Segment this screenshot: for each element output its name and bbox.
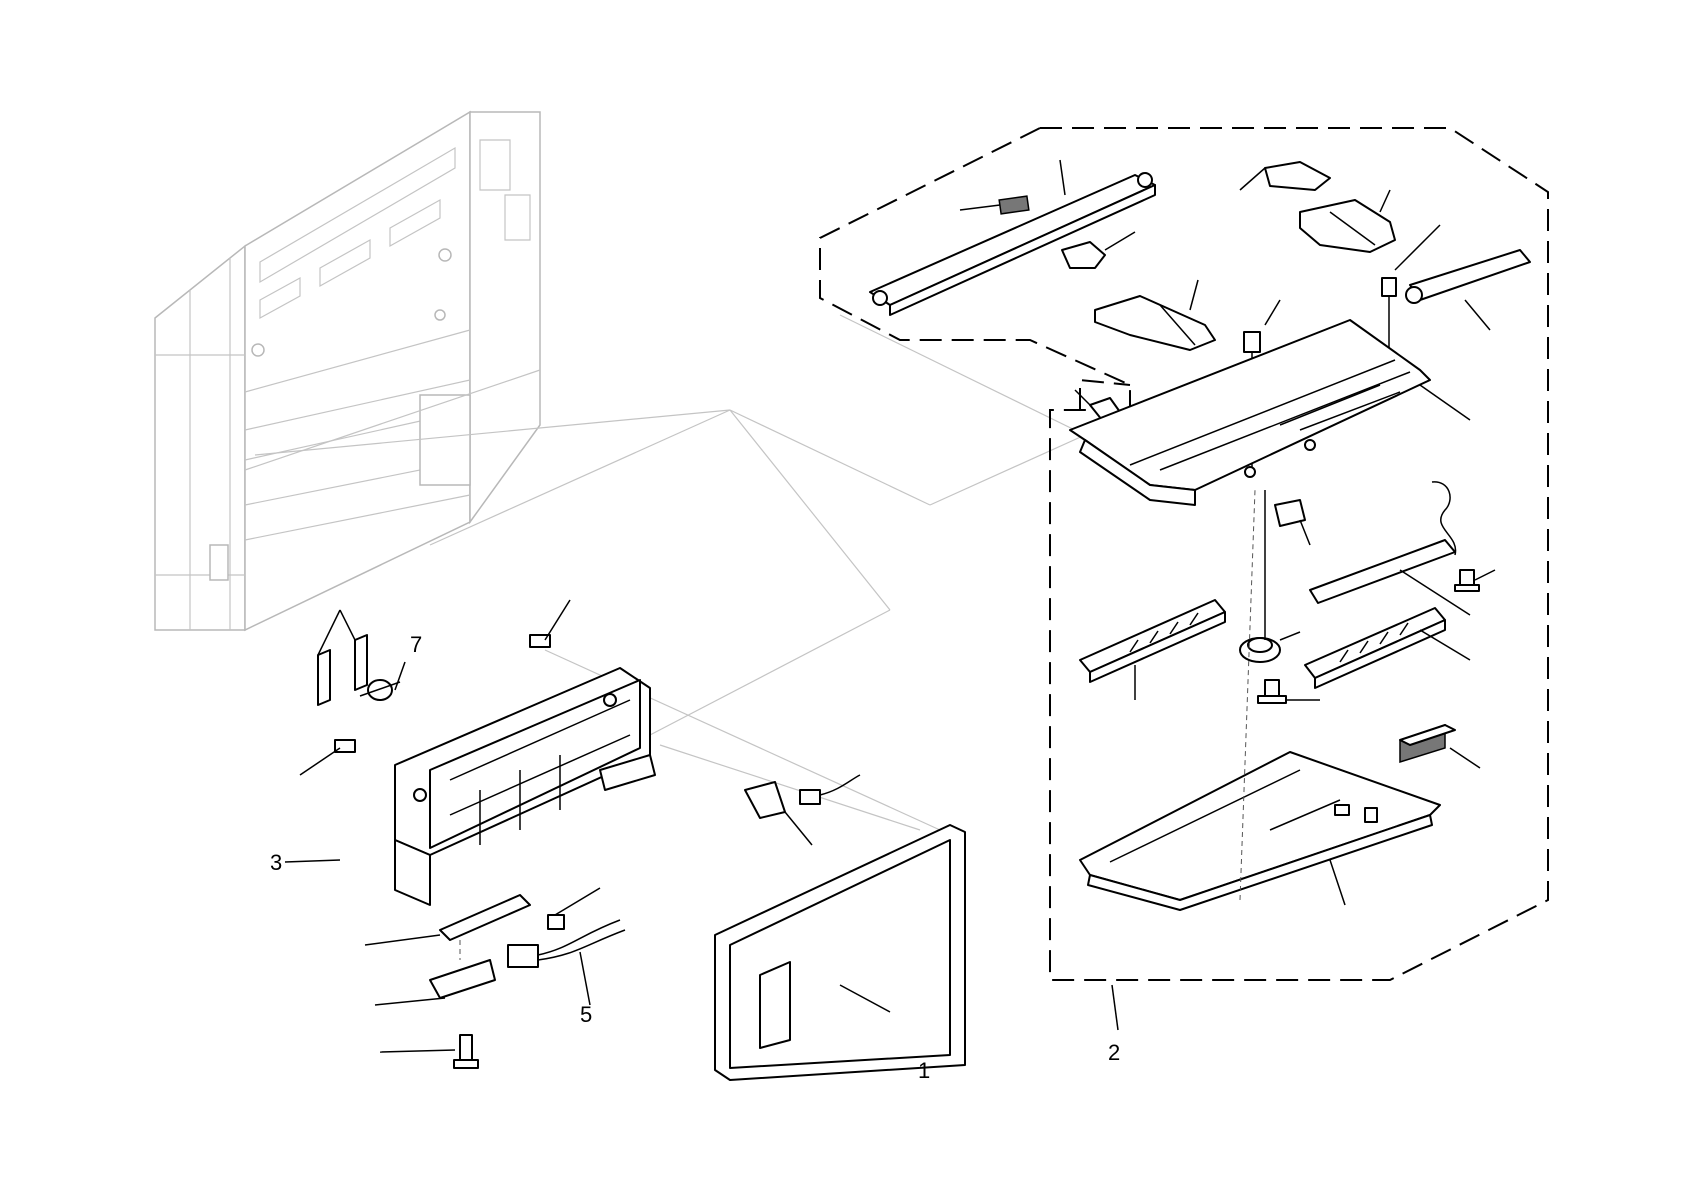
- callout-2: 2: [1108, 1040, 1120, 1065]
- upper-guide-left: [1095, 296, 1215, 350]
- callout-3: 3: [270, 850, 282, 875]
- block-sponge: [1400, 725, 1455, 762]
- rack-right: [1305, 608, 1445, 688]
- rack-left: [1080, 600, 1225, 682]
- harness-5: [508, 920, 625, 967]
- gear: [1240, 638, 1280, 662]
- screw-bottom: [454, 1035, 478, 1068]
- upper-bracket-small: [1062, 242, 1105, 268]
- upper-shaft-bar: [1406, 250, 1530, 303]
- upper-guide-right: [1300, 200, 1395, 252]
- frame-assembly-3: [395, 668, 655, 905]
- sensor-lower: [430, 960, 495, 998]
- upper-bracket-right: [1265, 162, 1330, 190]
- callout-7: 7: [410, 632, 422, 657]
- copier-body-ghost: [155, 112, 540, 630]
- callout-1: 1: [918, 1058, 930, 1083]
- screw-lower-center: [548, 915, 564, 929]
- springs-pair: [318, 635, 367, 705]
- connector-mid: [745, 775, 860, 818]
- cover-1: [715, 825, 965, 1080]
- callout-5: 5: [580, 1002, 592, 1027]
- upper-guide-plate: [870, 173, 1155, 315]
- actuator-bar: [1310, 540, 1455, 603]
